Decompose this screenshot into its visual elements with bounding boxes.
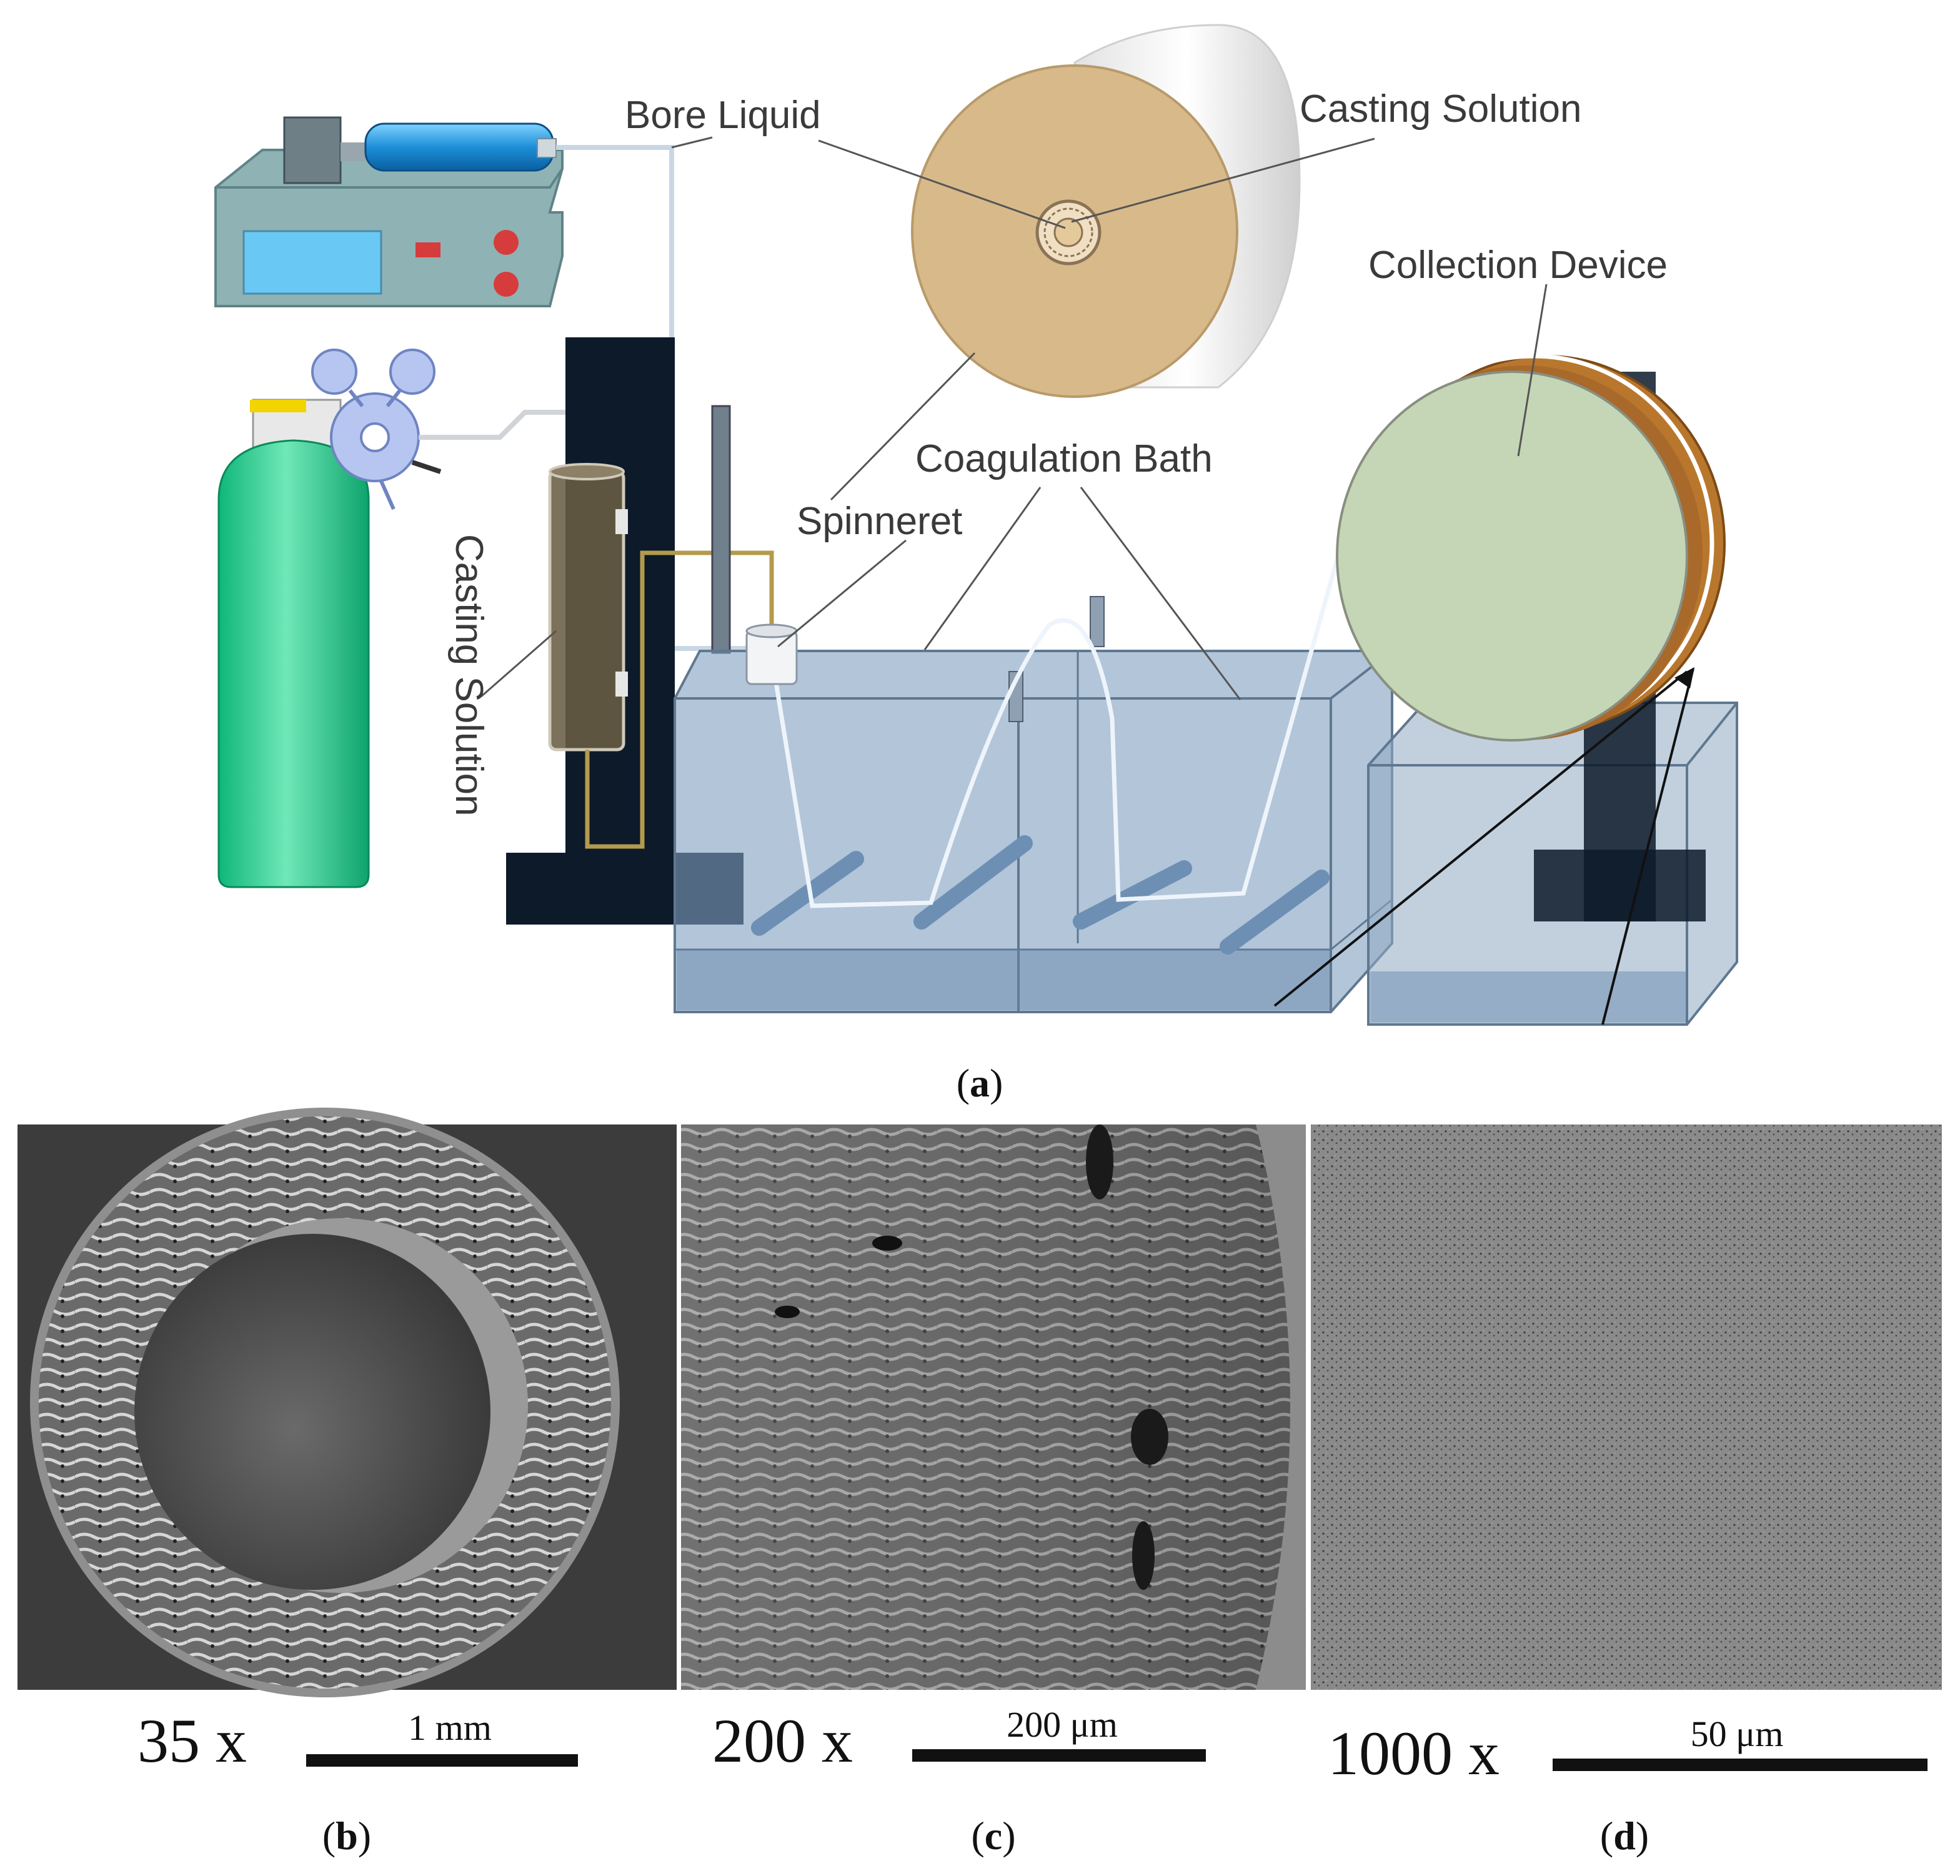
spinneret-device: [745, 623, 798, 685]
coagulation-bath: [674, 537, 1393, 1013]
scale-label-b: 1 mm: [408, 1707, 492, 1748]
label-collection-device: Collection Device: [1368, 244, 1668, 287]
scale-line-d: [1553, 1759, 1928, 1771]
label-bore-liquid: Bore Liquid: [625, 94, 821, 137]
caption-a: (a): [957, 1061, 1003, 1105]
caption-b: (b): [322, 1814, 371, 1858]
caption-d: (d): [1600, 1814, 1649, 1858]
magnification-d: 1000 x: [1328, 1719, 1500, 1788]
scale-bar-d: 1000 x 50 μm: [1328, 1714, 1928, 1788]
scale-label-c: 200 μm: [1007, 1704, 1118, 1745]
apparatus-panel: Bore Liquid Casting Solution Collection …: [214, 24, 1738, 1105]
scale-line-b: [306, 1754, 578, 1767]
micrograph-d: [1311, 1124, 1942, 1690]
label-casting-solution-side: Casting Solution: [447, 534, 490, 816]
leader-lines: [480, 136, 1548, 700]
gas-line: [419, 410, 590, 440]
spinneret-rail: [711, 405, 731, 654]
label-coagulation-bath: Coagulation Bath: [915, 437, 1213, 480]
scale-label-d: 50 μm: [1691, 1714, 1784, 1754]
label-casting-solution-top: Casting Solution: [1300, 87, 1582, 131]
scale-bar-c: 200 x 200 μm: [712, 1704, 1206, 1775]
caption-c: (c): [971, 1814, 1015, 1858]
scale-line-c: [912, 1749, 1206, 1762]
magnification-b: 35 x: [137, 1706, 247, 1775]
micrograph-b: [17, 1108, 677, 1697]
syringe-pump: [214, 116, 564, 307]
spinneret-zoom: [911, 24, 1301, 398]
collection-drum: [1273, 354, 1726, 1025]
gas-cylinder: [217, 349, 442, 888]
casting-solution-line: [585, 550, 774, 849]
magnification-c: 200 x: [712, 1706, 853, 1775]
label-spinneret: Spinneret: [797, 500, 962, 543]
micrograph-c: [681, 1124, 1306, 1690]
casting-solution-reservoir: [548, 463, 628, 752]
scale-bar-b: 35 x 1 mm: [137, 1706, 578, 1775]
